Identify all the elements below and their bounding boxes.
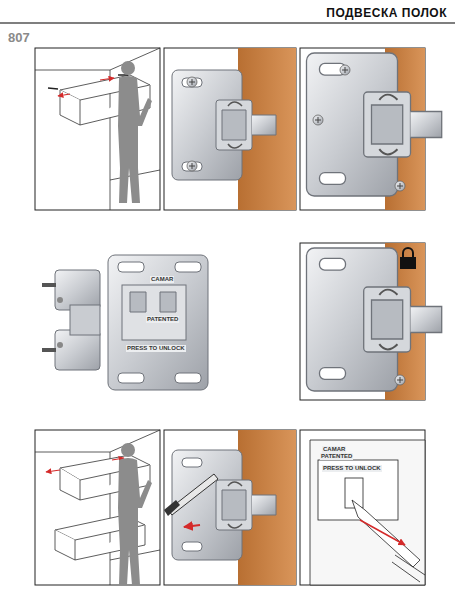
part-label: CAMAR — [150, 276, 174, 283]
part-label: PATENTED — [320, 453, 353, 460]
part-label: PATENTED — [146, 316, 179, 323]
part-label: PRESS TO UNLOCK — [322, 465, 382, 472]
part-label: CAMAR — [322, 446, 346, 453]
part-label: PRESS TO UNLOCK — [126, 345, 186, 352]
page-title: ПОДВЕСКА ПОЛОК — [326, 6, 447, 20]
page-number: 807 — [8, 30, 30, 45]
